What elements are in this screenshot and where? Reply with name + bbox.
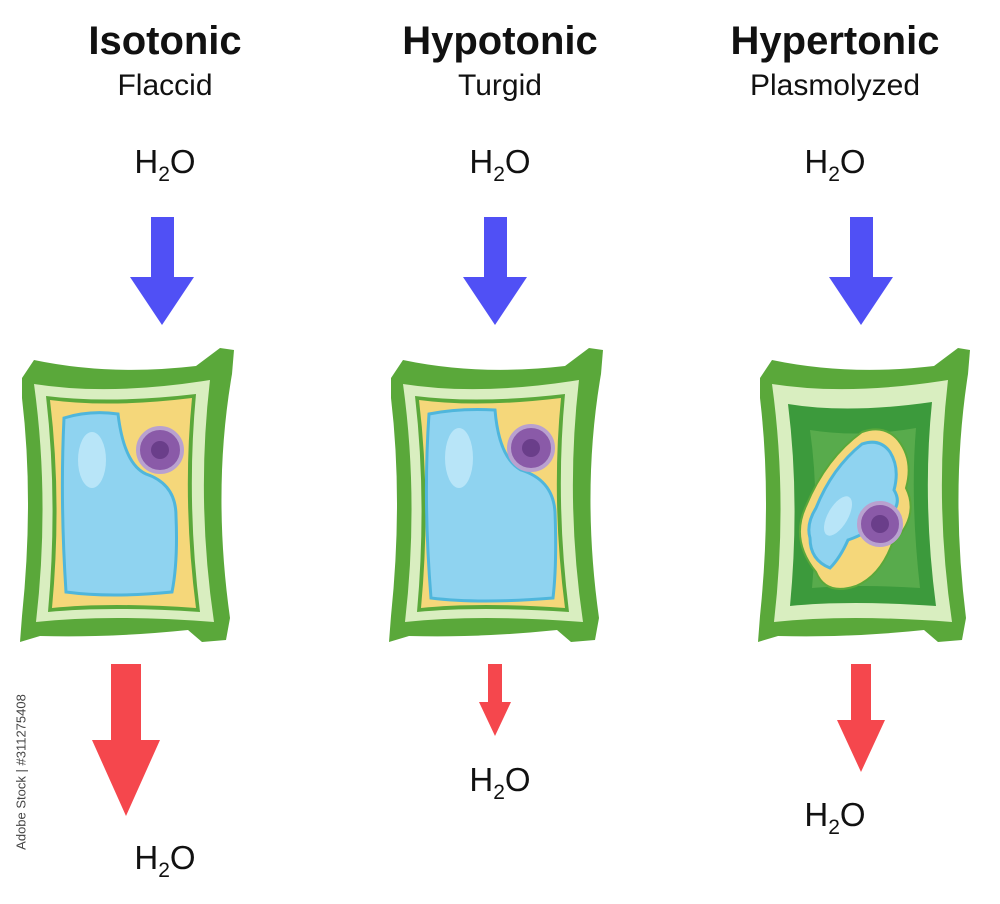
water-in-arrow — [463, 217, 527, 325]
water-in-label: H2O — [469, 143, 531, 186]
plant-cell-plasmolyzed — [758, 348, 970, 642]
plant-cell-flaccid — [20, 348, 234, 642]
water-out-arrow-medium — [837, 664, 885, 772]
water-out-arrow-large — [92, 664, 160, 816]
panel-title: Hypotonic — [402, 19, 598, 63]
panel-hypertonic: Hypertonic Plasmolyzed H2O H2O — [670, 0, 1000, 904]
panel-subtitle: Flaccid — [117, 69, 213, 102]
panel-hypotonic: Hypotonic Turgid H2O H2O — [335, 0, 665, 904]
vacuole-highlight — [78, 432, 106, 488]
water-in-arrow — [829, 217, 893, 325]
water-out-label: H2O — [134, 839, 196, 882]
vacuole-highlight — [445, 428, 473, 488]
water-out-arrow-small — [479, 664, 511, 736]
panel-title: Isotonic — [88, 19, 242, 63]
panel-isotonic: Isotonic Flaccid H2O H2O — [0, 0, 330, 904]
water-in-label: H2O — [134, 143, 196, 186]
watermark-text: Adobe Stock | #311275408 — [13, 694, 29, 850]
panel-subtitle: Plasmolyzed — [749, 69, 921, 102]
water-out-label: H2O — [804, 796, 866, 839]
panel-title: Hypertonic — [730, 19, 940, 63]
vacuole-highlight — [824, 496, 852, 536]
water-in-label: H2O — [804, 143, 866, 186]
panel-subtitle: Turgid — [458, 69, 542, 102]
stock-watermark: Adobe Stock | #311275408 — [1, 672, 41, 872]
water-out-label: H2O — [469, 761, 531, 804]
plant-cell-turgid — [389, 348, 603, 642]
water-in-arrow — [130, 217, 194, 325]
